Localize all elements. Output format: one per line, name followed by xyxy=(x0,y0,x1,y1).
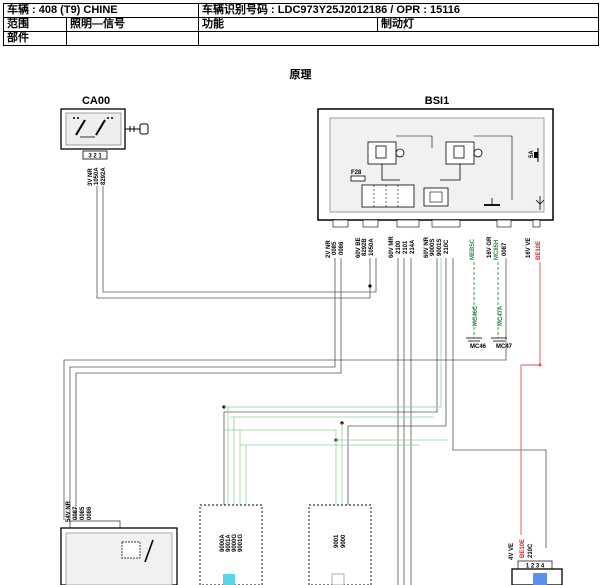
wire-dots xyxy=(222,284,372,442)
bottom-left-pin-strip xyxy=(69,520,121,529)
red-wire xyxy=(520,262,541,535)
bsi1-wire-c2: 2101 xyxy=(403,240,409,254)
header-table: 车辆 : 408 (T9) CHINE 车辆识别号码 : LDC973Y25J2… xyxy=(3,3,599,46)
module4-wire-1: BE10E xyxy=(520,539,526,558)
module2-wire-2: 9001A xyxy=(226,534,232,552)
bottom-left-connector: 54V NR xyxy=(66,500,72,522)
module4-connector: 4V VE xyxy=(509,543,515,560)
module2-wire-1: 9000A xyxy=(220,534,226,552)
bottom-left-wire-1: 0087 xyxy=(73,506,79,520)
bsi1-wire-a1: 0085 xyxy=(332,241,338,255)
ignition-switch-icon xyxy=(65,112,122,146)
bottom-left-inner xyxy=(65,532,173,585)
module4-lamp-icon xyxy=(533,573,547,585)
relay-icon xyxy=(445,141,483,165)
bsi1-bus-block xyxy=(361,184,415,208)
ca00-connector-label: 3V NR xyxy=(88,168,94,186)
bsi1-right-code: 5A xyxy=(529,150,535,158)
bsi1-wire-e3: 0087 xyxy=(502,242,508,256)
ca00-label: CA00 xyxy=(82,95,110,107)
ca00-wire-2: 8292A xyxy=(101,167,107,185)
ecu-chip-icon xyxy=(423,187,449,207)
ground2-tag: MC47 xyxy=(496,344,513,350)
diagram-title: 原理 xyxy=(289,69,312,81)
module3-chip-icon xyxy=(331,573,345,585)
relay-icon xyxy=(121,539,154,563)
bsi1-label: BSI1 xyxy=(425,95,449,107)
bsi1-wire-d2: 9001S xyxy=(437,239,443,256)
green-bus xyxy=(224,258,448,505)
bsi1-connector-60vbe: 60V BE xyxy=(356,237,362,258)
function-label: 功能 xyxy=(198,17,378,32)
module3-wire-1: 9001 xyxy=(334,534,340,548)
bsi1-connector-60vmr: 60V MR xyxy=(389,236,395,258)
bsi1-connector-60vnr: 60V NR xyxy=(424,236,430,258)
ground1-tag: MC46 xyxy=(470,344,487,350)
bsi1-wire-d1: 9000S xyxy=(430,239,436,256)
ca00-pin-strip xyxy=(82,150,108,160)
fuse-icon xyxy=(350,175,366,182)
diode-icon xyxy=(535,196,545,210)
bsi1-wire-c1: 2100 xyxy=(396,240,402,254)
bsi1-wire-e2: MC85H xyxy=(494,240,500,260)
ground1-wire-label: MC46C xyxy=(473,305,479,326)
bsi1-connector-2vnr: 2V NR xyxy=(326,240,332,258)
module3-wire-2: 9000 xyxy=(341,534,347,548)
part-empty xyxy=(198,31,599,46)
ground-symbol-icon xyxy=(466,337,507,342)
bsi1-wire-b1: 8292B xyxy=(362,238,368,256)
key-icon xyxy=(125,123,149,135)
bsi1-wire-f1: BE10E xyxy=(536,241,542,260)
bsi1-wire-d3: 210C xyxy=(444,239,450,254)
bsi1-fuse-label: F28 xyxy=(351,170,362,176)
module2-box xyxy=(199,504,263,585)
bsi1-pin-row xyxy=(332,219,541,228)
switch-icon xyxy=(534,148,539,162)
ca00-wire-1: 1050A xyxy=(94,167,100,185)
bottom-left-wire-3: 0086 xyxy=(87,506,93,520)
module2-wire-4: 9001G xyxy=(238,534,244,552)
module4-pins: 1 2 3 4 xyxy=(526,564,545,570)
relay-icon xyxy=(367,141,405,165)
module4-wire-2: 210C xyxy=(528,543,534,558)
green-ground-wires xyxy=(473,262,499,338)
scope-value: 照明—信号 xyxy=(70,18,125,30)
scope-label: 范围 xyxy=(4,18,67,31)
part-label-cell: 部件 xyxy=(3,31,199,46)
module3-box xyxy=(308,504,372,585)
ground2-wire-label: MC47A xyxy=(498,305,504,326)
module2-wire-3: 9000G xyxy=(232,534,238,552)
bsi1-wire-c3: 214A xyxy=(410,239,416,254)
ca00-pins: 3 2 1 xyxy=(88,154,102,160)
wire-harness xyxy=(63,186,547,585)
bottom-left-wire-2: 0085 xyxy=(80,506,86,520)
bsi1-connector-16vve: 16V VE xyxy=(526,238,532,258)
bsi1-connector-16vgr: 16V GR xyxy=(487,236,493,258)
bsi1-wire-e1: MEB5C xyxy=(470,238,476,260)
bsi1-wire-a2: 0086 xyxy=(339,241,345,255)
part-label: 部件 xyxy=(4,32,67,45)
module2-chip-icon xyxy=(223,574,235,585)
ground-symbol-icon xyxy=(484,198,500,206)
bsi1-wire-b2: 1050A xyxy=(369,238,375,256)
